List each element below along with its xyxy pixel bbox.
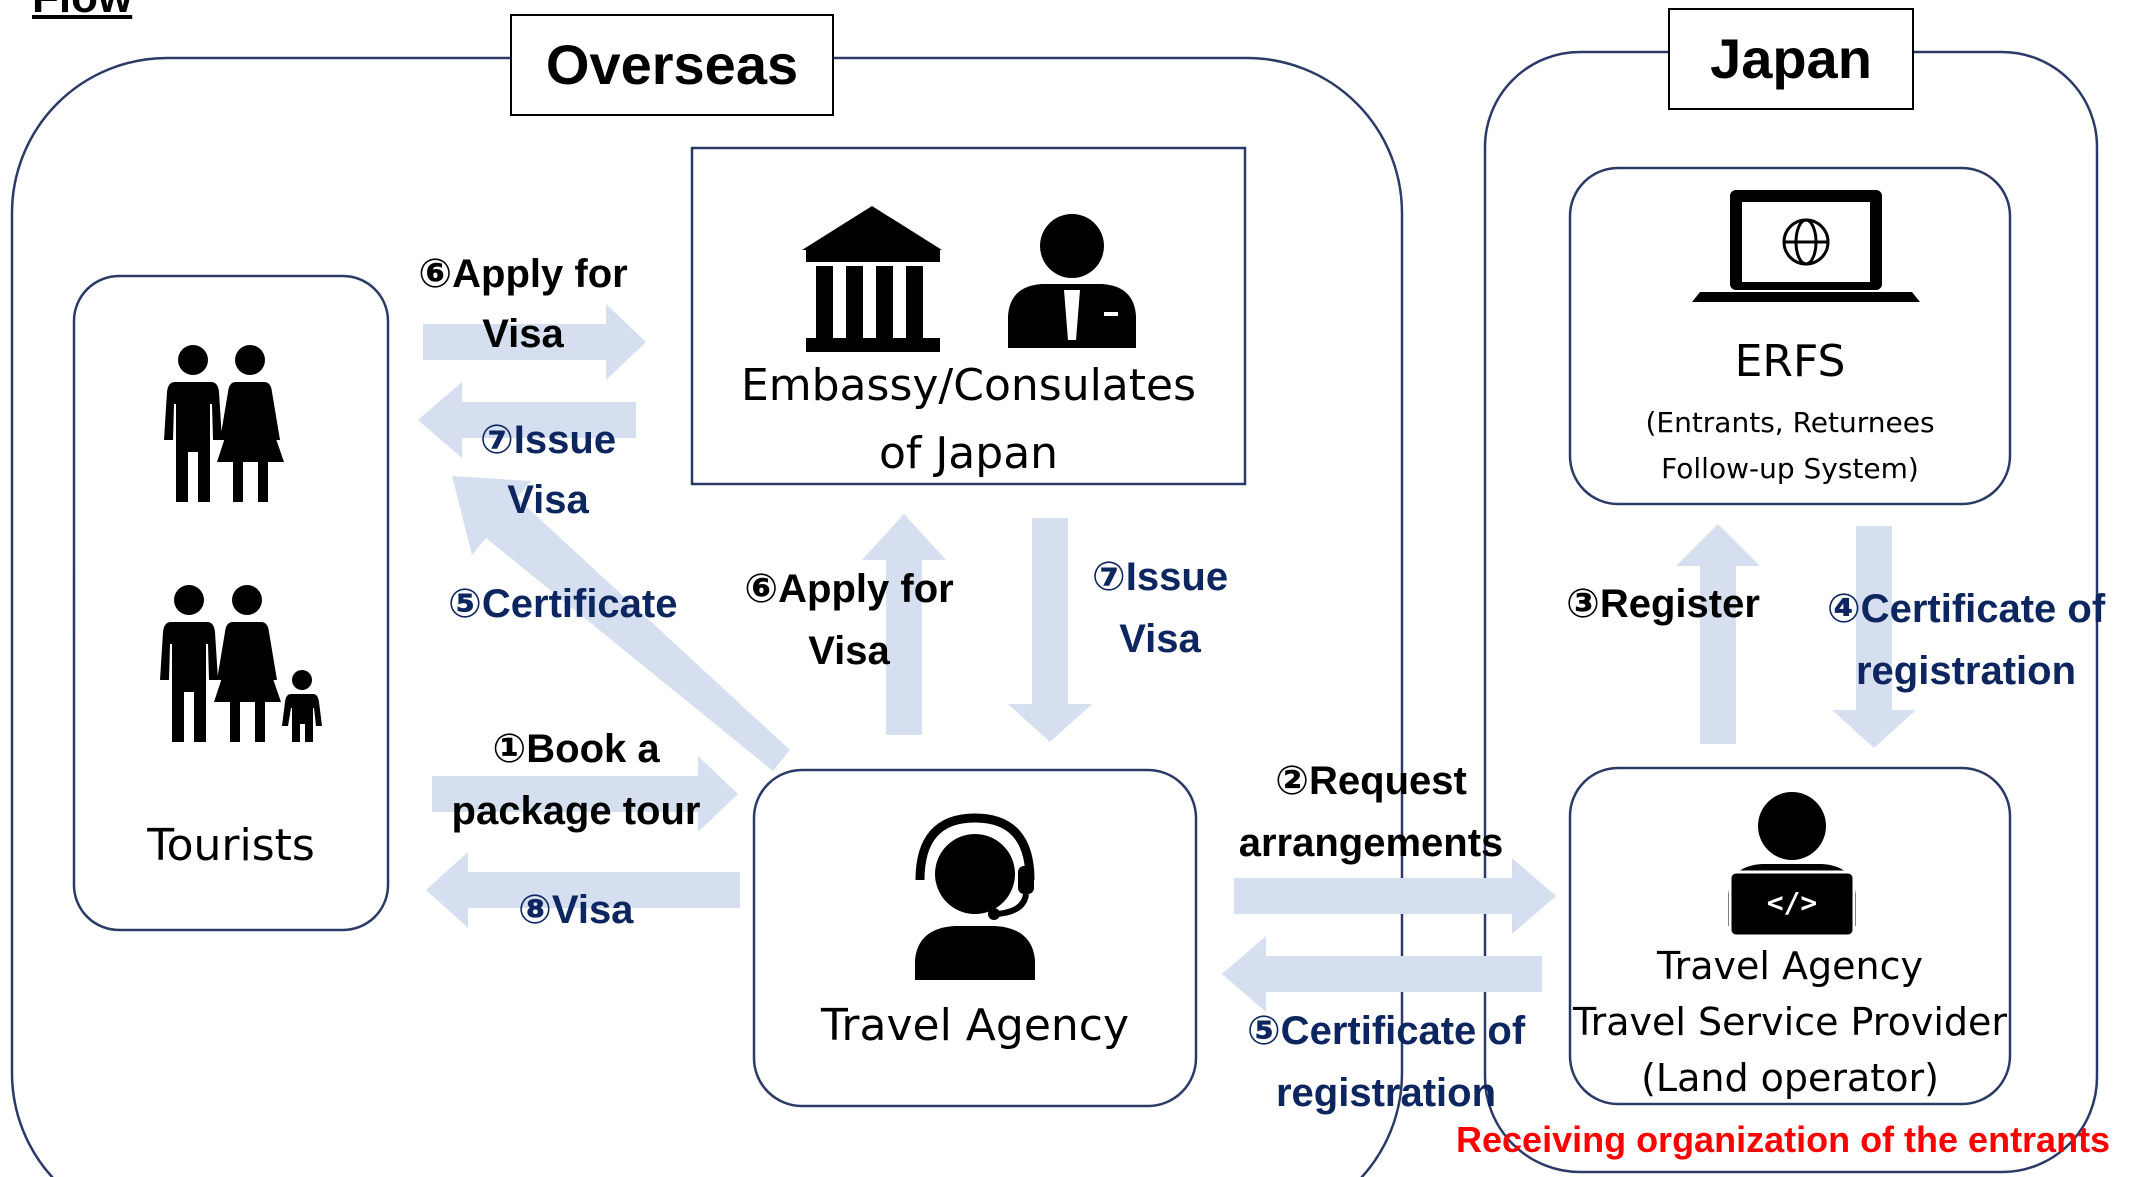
laptop-globe-icon [1692, 190, 1920, 302]
header-fragment: Flow [32, 0, 132, 22]
travel-agency-japan-line2: Travel Service Provider [1572, 1000, 2007, 1044]
arrow-issue-visa-left [418, 382, 636, 458]
embassy-label-line1: Embassy/Consulates [740, 360, 1197, 411]
step-visa-return: ⑧Visa [518, 888, 634, 932]
erfs-sublabel-line2: Follow-up System) [1661, 452, 1919, 485]
step-apply-visa-top-line1: ⑥Apply for [418, 252, 628, 296]
step-certificate-registration-bottom: ⑤Certificate of registration [1226, 1000, 1546, 1124]
tourists-label: Tourists [147, 820, 315, 871]
arrow-apply-visa-mid [862, 514, 946, 735]
arrow-certificate-of-registration-down [1832, 526, 1916, 748]
arrows [418, 304, 1916, 1012]
arrow-visa-return [426, 852, 740, 928]
tourists-box [72, 274, 390, 932]
couple-icon [164, 345, 284, 502]
overseas-title: Overseas [510, 14, 834, 116]
arrow-certificate-diagonal [452, 476, 790, 771]
step-apply-visa-mid-line2: Visa [808, 629, 890, 673]
erfs-label: ERFS [1734, 336, 1846, 387]
arrow-certificate-registration [1222, 936, 1542, 1012]
support-agent-icon [915, 813, 1035, 980]
step-book-tour: ①Book a package tour [436, 718, 716, 842]
step-certificate-registration-right-line2: registration [1855, 649, 2077, 693]
travel-agency-japan-line3: (Land operator) [1641, 1056, 1939, 1100]
step-apply-visa-top: ⑥Apply for Visa [398, 244, 648, 364]
step-certificate-registration-bottom-line2: registration [1275, 1071, 1497, 1115]
step-apply-visa-top-line2: Visa [482, 312, 564, 356]
step-certificate-left: ⑤Certificate [448, 582, 678, 626]
step-apply-visa-mid-line1: ⑥Apply for [744, 567, 954, 611]
erfs-sublabel-line1: (Entrants, Returnees [1645, 406, 1935, 439]
step-request-arrangements: ②Request arrangements [1226, 750, 1516, 874]
step-issue-visa-left-line1: ⑦Issue [479, 418, 617, 462]
step-certificate-registration-bottom-line1: ⑤Certificate of [1246, 1009, 1526, 1053]
embassy-label-line2: of Japan [878, 428, 1059, 479]
step-issue-visa-left-line2: Visa [507, 478, 589, 522]
arrow-register [1676, 524, 1760, 744]
travel-agency-japan-line1: Travel Agency [1657, 944, 1923, 988]
step-issue-visa-mid: ⑦Issue Visa [1060, 546, 1260, 670]
svg-text:</>: </> [1767, 886, 1818, 919]
step-issue-visa-left: ⑦Issue Visa [448, 410, 648, 530]
step-request-arrangements-line2: arrangements [1238, 821, 1504, 865]
travel-agency-overseas-label: Travel Agency [821, 1000, 1129, 1051]
step-book-tour-line1: ①Book a [492, 727, 660, 771]
erfs-box [1568, 166, 2012, 506]
arrow-apply-visa-top [423, 304, 646, 380]
family-icon [160, 585, 322, 742]
step-apply-visa-mid: ⑥Apply for Visa [724, 558, 974, 682]
embassy-label: Embassy/Consulates of Japan [692, 352, 1245, 488]
arrow-book-tour [432, 756, 738, 832]
step-issue-visa-mid-line2: Visa [1119, 617, 1201, 661]
step-request-arrangements-line1: ②Request [1275, 759, 1467, 803]
step-certificate-registration-right: ④Certificate of registration [1806, 578, 2126, 702]
erfs-sublabel: (Entrants, Returnees Follow-up System) [1570, 400, 2010, 492]
step-certificate-registration-right-line1: ④Certificate of [1826, 587, 2106, 631]
arrow-request-arrangements [1234, 858, 1556, 934]
arrow-issue-visa-mid [1008, 518, 1092, 742]
travel-agency-japan-label: Travel Agency Travel Service Provider (L… [1570, 938, 2010, 1106]
step-register: ③Register [1566, 582, 1760, 626]
bank-icon [802, 206, 942, 352]
japan-title: Japan [1668, 8, 1914, 110]
step-issue-visa-mid-line1: ⑦Issue [1091, 555, 1229, 599]
footer-note: Receiving organization of the entrants [1456, 1119, 2111, 1160]
developer-person-icon: </> [1728, 792, 1856, 938]
official-person-icon [1008, 214, 1136, 348]
embassy-box [690, 146, 1247, 486]
step-book-tour-line2: package tour [451, 789, 701, 833]
